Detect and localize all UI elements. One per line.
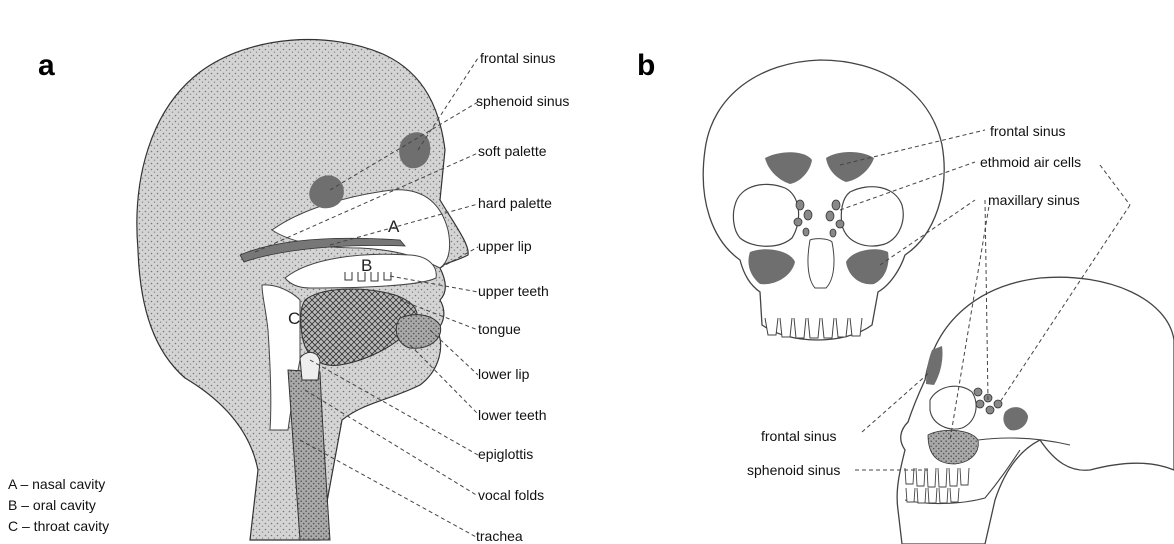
panel-b-letter: b <box>637 49 655 82</box>
legend-throat-cavity: C – throat cavity <box>8 518 109 534</box>
label-ethmoid-air-cells: ethmoid air cells <box>980 154 1081 170</box>
region-letter-c: C <box>288 309 300 328</box>
left-orbit <box>733 184 798 246</box>
legend-nasal-cavity: A – nasal cavity <box>8 476 105 492</box>
epiglottis-shape <box>300 352 320 380</box>
label-hard-palette: hard palette <box>478 195 552 211</box>
lower-teeth-lateral <box>906 488 959 503</box>
label-frontal-sinus-a: frontal sinus <box>480 50 555 66</box>
panel-a-letter: a <box>38 49 55 82</box>
legend-oral-cavity: B – oral cavity <box>8 497 96 513</box>
label-vocal-folds: vocal folds <box>478 487 544 503</box>
label-frontal-sinus-b-front: frontal sinus <box>990 123 1065 139</box>
nasal-aperture <box>808 239 834 288</box>
label-upper-teeth: upper teeth <box>478 283 549 299</box>
legend: A – nasal cavity B – oral cavity C – thr… <box>8 476 109 534</box>
label-sphenoid-sinus-b: sphenoid sinus <box>747 462 840 478</box>
skull-lateral-view <box>897 277 1174 544</box>
label-maxillary-sinus: maxillary sinus <box>988 192 1080 208</box>
right-orbit <box>841 187 903 246</box>
label-frontal-sinus-b-lateral: frontal sinus <box>761 428 836 444</box>
label-trachea: trachea <box>476 528 523 544</box>
head-sagittal-section <box>137 40 468 540</box>
label-epiglottis: epiglottis <box>478 446 533 462</box>
skull-frontal-view <box>703 60 944 340</box>
label-soft-palette: soft palette <box>478 143 547 159</box>
label-upper-lip: upper lip <box>478 238 532 254</box>
label-sphenoid-sinus-a: sphenoid sinus <box>476 93 569 109</box>
region-letter-b: B <box>361 256 372 275</box>
label-lower-lip: lower lip <box>478 366 530 382</box>
label-lower-teeth: lower teeth <box>478 407 546 423</box>
label-tongue: tongue <box>478 321 521 337</box>
